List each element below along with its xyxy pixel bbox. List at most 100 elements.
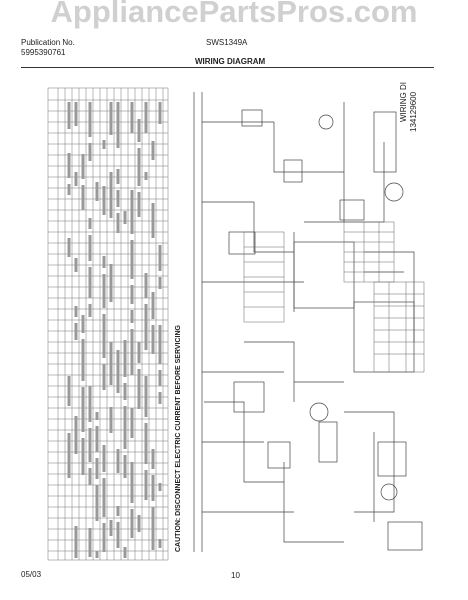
timer-bar	[123, 455, 127, 478]
section-title: WIRING DIAGRAM	[195, 57, 266, 66]
timer-bar	[81, 339, 85, 381]
timer-bar	[130, 408, 134, 438]
publication-label: Publication No.	[21, 38, 75, 47]
timer-bar	[102, 364, 106, 390]
timer-bar	[137, 148, 141, 186]
timer-bar	[144, 102, 148, 133]
timer-bar	[137, 192, 141, 217]
timer-sequence-chart	[47, 87, 169, 561]
timer-bar	[130, 285, 134, 304]
timer-bar	[88, 468, 92, 485]
timer-bar	[88, 304, 92, 317]
timer-bar	[137, 369, 141, 409]
timer-bar	[130, 310, 134, 323]
timer-bar	[144, 273, 148, 298]
timer-bar	[109, 520, 113, 536]
timer-bar	[74, 306, 78, 317]
model-number: SWS1349A	[206, 38, 248, 47]
timer-bar	[116, 522, 120, 548]
page-number: 10	[231, 571, 240, 580]
timer-bar	[158, 102, 162, 124]
timer-bar	[151, 325, 155, 354]
timer-bar	[116, 102, 120, 148]
timer-bar	[130, 329, 134, 375]
timer-bar	[151, 475, 155, 501]
timer-bar	[109, 342, 113, 385]
schematic	[193, 92, 423, 552]
timer-bar	[137, 342, 141, 363]
timer-bar	[88, 102, 92, 137]
timer-bar	[144, 304, 148, 350]
timer-bar	[158, 370, 162, 386]
wiring-diagram: CAUTION: DISCONNECT ELECTRIC CURRENT BEF…	[47, 82, 425, 561]
footer-date: 05/03	[21, 570, 42, 579]
timer-bar	[144, 376, 148, 417]
timer-bar	[123, 383, 127, 400]
timer-bar	[74, 102, 78, 126]
timer-bar	[137, 515, 141, 532]
timer-bar	[151, 203, 155, 238]
timer-bar	[151, 292, 155, 319]
timer-bar	[116, 506, 120, 516]
timer-bar	[81, 185, 85, 210]
timer-bar	[102, 274, 106, 308]
timer-bar	[158, 245, 162, 271]
timer-bar	[123, 340, 127, 377]
diagram-part-number: 134129600	[409, 91, 418, 132]
timer-bar	[102, 186, 106, 215]
watermark: AppliancePartsPros.com	[50, 0, 418, 29]
timer-bar	[81, 315, 85, 333]
timer-bar	[130, 190, 134, 234]
caution-text: CAUTION: DISCONNECT ELECTRIC CURRENT BEF…	[175, 324, 182, 552]
timer-bar	[67, 238, 71, 257]
timer-bar	[88, 143, 92, 161]
timer-bar	[67, 102, 71, 129]
timer-bar	[102, 140, 106, 149]
diagram-title: WIRING DIAGRAM	[399, 82, 408, 122]
timer-bar	[88, 218, 92, 229]
timer-bar	[123, 547, 127, 558]
switch-tables	[343, 221, 425, 373]
timer-bar	[74, 172, 78, 186]
timer-bar	[95, 485, 99, 521]
timer-bar	[144, 470, 148, 500]
timer-bar	[88, 528, 92, 557]
timer-bar	[109, 407, 113, 433]
timer-bar	[81, 438, 85, 475]
timer-bar	[130, 102, 134, 133]
timer-bar	[102, 445, 106, 472]
header-divider	[21, 67, 434, 68]
timer-bar	[74, 526, 78, 558]
timer-bar	[95, 412, 99, 420]
publication-number: 5995390761	[21, 48, 66, 57]
timer-bar	[88, 386, 92, 422]
timer-bar	[109, 102, 113, 135]
timer-bar	[130, 462, 134, 503]
timer-bar	[144, 172, 148, 180]
timer-bar	[74, 416, 78, 454]
timer-bar	[116, 213, 120, 233]
timer-bar	[158, 539, 162, 548]
timer-bar	[95, 426, 99, 452]
timer-bar	[116, 449, 120, 473]
timer-bar	[123, 211, 127, 224]
timer-bar	[158, 325, 162, 364]
timer-bar	[67, 433, 71, 478]
timer-bar	[67, 376, 71, 406]
timer-bar	[102, 256, 106, 268]
timer-bar	[88, 428, 92, 462]
timer-bar	[116, 169, 120, 184]
timer-bar	[116, 190, 120, 207]
publication-header: Publication No. 5995390761	[21, 38, 75, 58]
timer-bar	[109, 264, 113, 302]
timer-bar	[67, 184, 71, 195]
timer-bar	[109, 172, 113, 218]
timer-bar	[137, 119, 141, 142]
timer-bar	[158, 277, 162, 289]
timer-bar	[95, 182, 99, 201]
timer-bar	[158, 483, 162, 491]
timer-bar	[74, 323, 78, 340]
timer-bar	[102, 478, 106, 517]
timer-bar	[144, 423, 148, 464]
timer-bar	[151, 449, 155, 469]
